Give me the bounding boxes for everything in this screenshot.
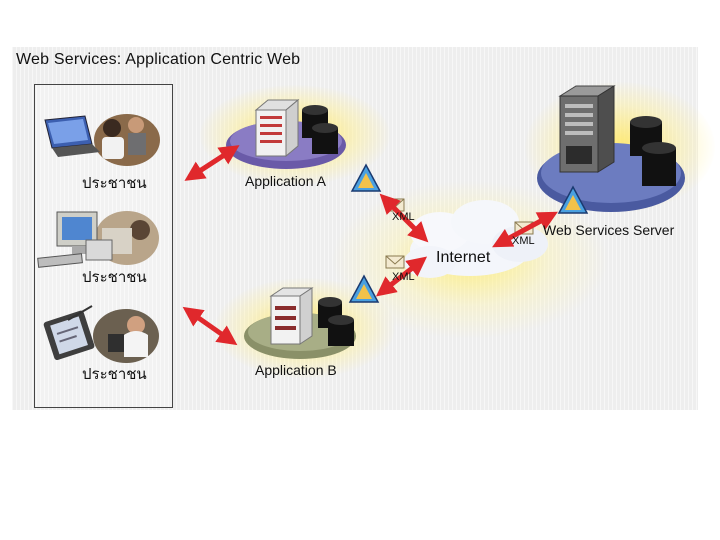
desktop-user-icon <box>37 211 159 268</box>
xml-label: XML <box>392 271 415 283</box>
arrow-users-app-a <box>184 145 240 181</box>
tablet-user-icon <box>43 305 159 363</box>
diagram-title: Web Services: Application Centric Web <box>16 51 301 68</box>
app-a-label: Application A <box>245 173 326 189</box>
web-service-icon <box>557 185 589 214</box>
user-label: ประชาชน <box>82 365 147 383</box>
user-label: ประชาชน <box>82 174 147 192</box>
web-service-icon <box>350 163 382 192</box>
web-service-icon <box>348 274 380 303</box>
xml-label: XML <box>512 235 535 247</box>
xml-label: XML <box>392 211 415 223</box>
laptop-user-icon <box>44 114 160 166</box>
arrow-app-b-internet <box>375 256 428 297</box>
arrow-app-a-internet <box>379 193 429 243</box>
xml-envelope-icon <box>385 255 405 269</box>
web-services-server-icon <box>537 85 685 212</box>
app-a-server-icon <box>226 98 346 169</box>
internet-label: Internet <box>436 249 491 266</box>
arrow-internet-server <box>492 211 558 248</box>
app-b-server-icon <box>244 287 356 359</box>
server-label: Web Services Server <box>543 222 675 238</box>
arrow-users-app-b <box>182 306 238 346</box>
user-label: ประชาชน <box>82 268 147 286</box>
app-b-label: Application B <box>255 362 337 378</box>
